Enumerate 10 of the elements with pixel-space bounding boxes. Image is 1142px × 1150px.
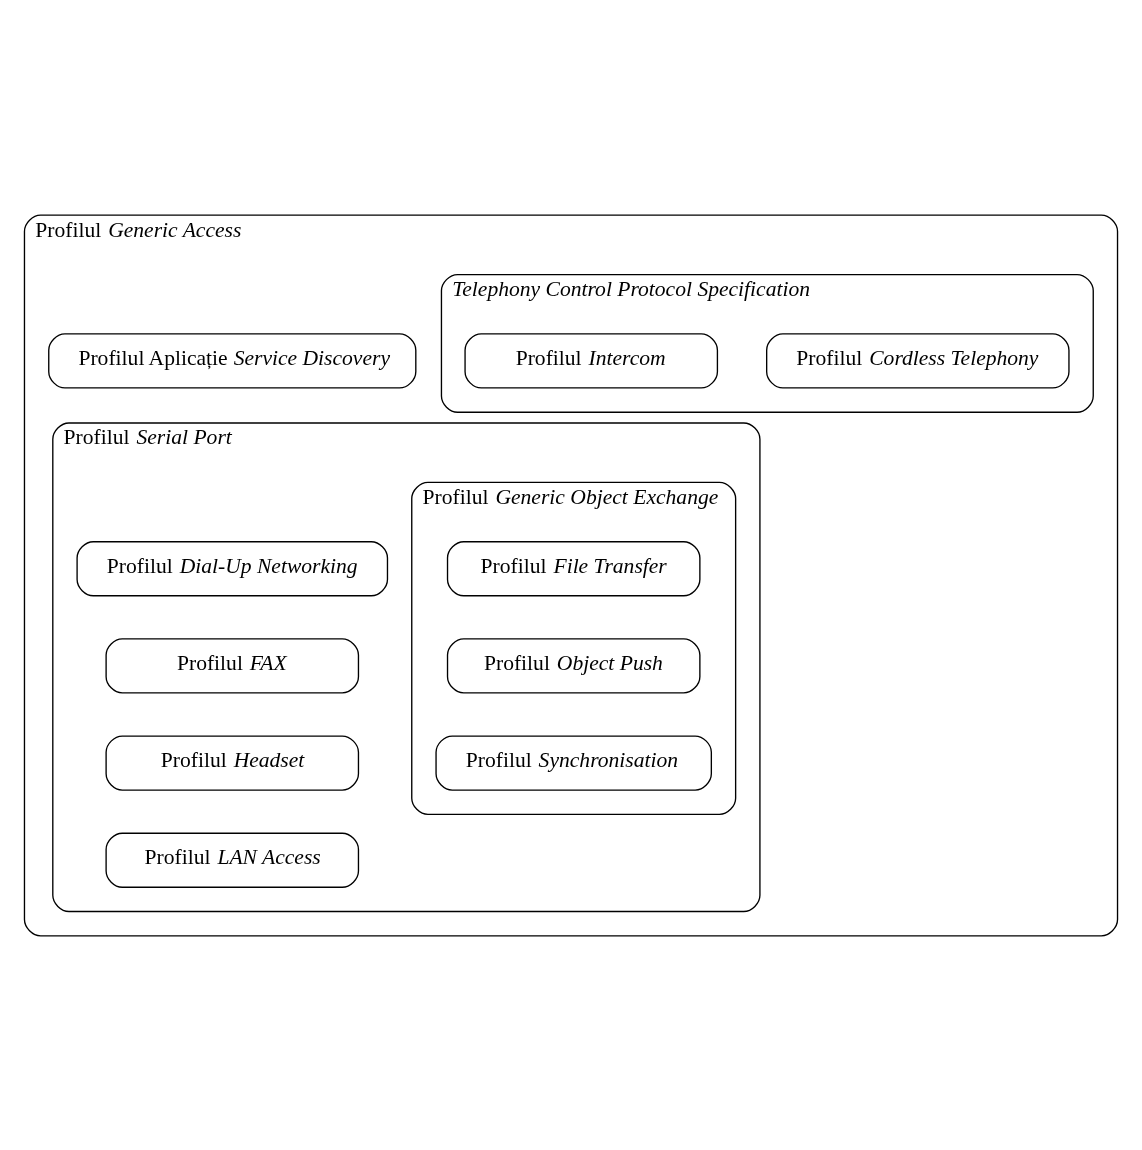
node-box: Profilul Synchronisation	[435, 734, 712, 791]
node-box: Profilul Cordless Telephony	[766, 332, 1070, 389]
node-box: Profilul Object Push	[446, 637, 701, 694]
node-box: Profilul Headset	[105, 734, 360, 791]
node-box: Profilul Dial-Up Networking	[76, 540, 389, 596]
node-box: Profilul Aplicație Service Discovery	[48, 332, 417, 389]
node-box: Profilul Intercom	[464, 332, 719, 389]
node-box: Profilul FAX	[105, 637, 360, 694]
node-box: Profilul LAN Access	[105, 832, 360, 888]
node-box: Profilul File Transfer	[446, 540, 701, 596]
